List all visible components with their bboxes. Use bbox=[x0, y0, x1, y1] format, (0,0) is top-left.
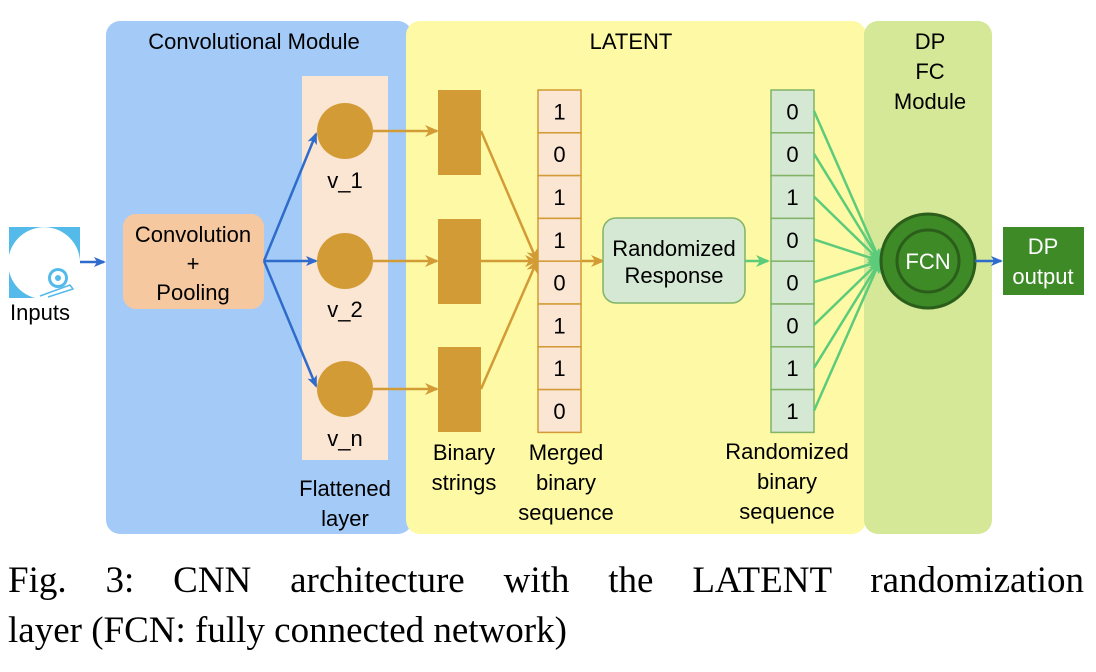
merged-label-line1: Merged bbox=[529, 440, 604, 465]
randomized-bit: 0 bbox=[786, 271, 798, 296]
convolution-label: Convolution bbox=[135, 222, 251, 247]
fan-in-arrow bbox=[812, 259, 882, 412]
dp-output-label-line2: output bbox=[1012, 264, 1073, 289]
flattened-node-vn bbox=[317, 361, 373, 417]
merged-binary-sequence: 1 0 1 1 0 1 1 0 bbox=[537, 89, 582, 434]
stringn-to-merged-arrow bbox=[479, 259, 539, 390]
dp-output-box bbox=[1003, 227, 1084, 295]
merged-bit: 1 bbox=[553, 313, 565, 338]
fan-in-connections bbox=[812, 110, 882, 412]
convolutional-module-title: Convolutional Module bbox=[148, 29, 360, 54]
dp-fc-module-title-line1: DP bbox=[915, 29, 946, 54]
merged-bit: 1 bbox=[553, 99, 565, 124]
randomized-cell bbox=[770, 217, 815, 262]
node-label-v1: v_1 bbox=[327, 168, 362, 193]
merged-cell bbox=[537, 217, 582, 262]
merged-cell bbox=[537, 388, 582, 434]
randomized-bit: 1 bbox=[786, 356, 798, 381]
binary-string-n bbox=[438, 347, 481, 432]
randomized-cell bbox=[770, 388, 815, 434]
pooling-label: Pooling bbox=[156, 280, 229, 305]
randomized-label-line1: Randomized bbox=[725, 439, 849, 464]
string1-to-merged-arrow bbox=[479, 130, 539, 263]
randomized-bit: 0 bbox=[786, 313, 798, 338]
caption-line-1: Fig. 3: CNN architecture with the LATENT… bbox=[8, 560, 1084, 601]
binary-strings-label-line2: strings bbox=[432, 470, 497, 495]
randomized-binary-sequence: 0 0 1 0 0 0 1 1 bbox=[770, 89, 815, 434]
inputs-label: Inputs bbox=[10, 300, 70, 325]
conv-to-v1-arrow bbox=[262, 132, 318, 262]
binary-strings-label-line1: Binary bbox=[433, 440, 495, 465]
merged-bit: 1 bbox=[553, 228, 565, 253]
cnn-latent-diagram: Convolutional Module LATENT DP FC Module… bbox=[8, 21, 1084, 534]
fan-in-arrow bbox=[812, 259, 882, 369]
merged-bit: 0 bbox=[553, 271, 565, 296]
randomized-cell bbox=[770, 89, 815, 134]
randomized-cell bbox=[770, 346, 815, 391]
merged-label-line3: sequence bbox=[518, 500, 613, 525]
merged-bit: 1 bbox=[553, 356, 565, 381]
flattened-node-v1 bbox=[317, 103, 373, 159]
conv-to-vn-arrow bbox=[262, 260, 318, 388]
binary-string-1 bbox=[438, 90, 481, 175]
disk-drive-icon bbox=[8, 227, 81, 298]
flattened-label-line2: layer bbox=[321, 506, 369, 531]
dp-output-label-line1: DP bbox=[1028, 234, 1059, 259]
merged-bit: 1 bbox=[553, 185, 565, 210]
randomized-label-line3: sequence bbox=[739, 499, 834, 524]
rr-label-line2: Response bbox=[624, 263, 723, 288]
figure-caption: Fig. 3: CNN architecture with the LATENT… bbox=[8, 556, 1084, 656]
fan-in-arrow bbox=[812, 110, 882, 263]
merged-cell bbox=[537, 303, 582, 348]
rr-label-line1: Randomized bbox=[612, 236, 736, 261]
caption-line-2: layer (FCN: fully connected network) bbox=[8, 610, 567, 651]
merged-bit: 0 bbox=[553, 399, 565, 424]
latent-module-title: LATENT bbox=[590, 29, 673, 54]
flattened-node-v2 bbox=[317, 233, 373, 289]
randomized-bit: 0 bbox=[786, 99, 798, 124]
dp-fc-module-title-line3: Module bbox=[894, 89, 966, 114]
randomized-cell bbox=[770, 303, 815, 348]
fcn-label: FCN bbox=[905, 249, 950, 274]
randomized-bit: 1 bbox=[786, 185, 798, 210]
convolution-pooling-box bbox=[123, 214, 264, 309]
plus-label: + bbox=[187, 251, 200, 276]
fan-in-arrow bbox=[813, 195, 882, 263]
flattened-label-line1: Flattened bbox=[299, 476, 391, 501]
dp-fc-module-title-line2: FC bbox=[915, 59, 944, 84]
merged-cell bbox=[537, 260, 582, 305]
node-label-vn: v_n bbox=[327, 426, 362, 451]
binary-string-2 bbox=[438, 219, 481, 304]
randomized-bit: 0 bbox=[786, 142, 798, 167]
randomized-bit: 1 bbox=[786, 399, 798, 424]
randomized-cell bbox=[770, 260, 815, 305]
merged-label-line2: binary bbox=[536, 470, 596, 495]
fcn-inner-circle bbox=[895, 228, 961, 294]
merged-bit: 0 bbox=[553, 142, 565, 167]
node-label-v2: v_2 bbox=[327, 297, 362, 322]
fan-in-arrow bbox=[812, 153, 882, 263]
fan-in-arrow bbox=[813, 238, 882, 263]
randomized-cell bbox=[770, 132, 815, 177]
randomized-label-line2: binary bbox=[757, 469, 817, 494]
randomized-bit: 0 bbox=[786, 228, 798, 253]
merged-cell bbox=[537, 132, 582, 177]
